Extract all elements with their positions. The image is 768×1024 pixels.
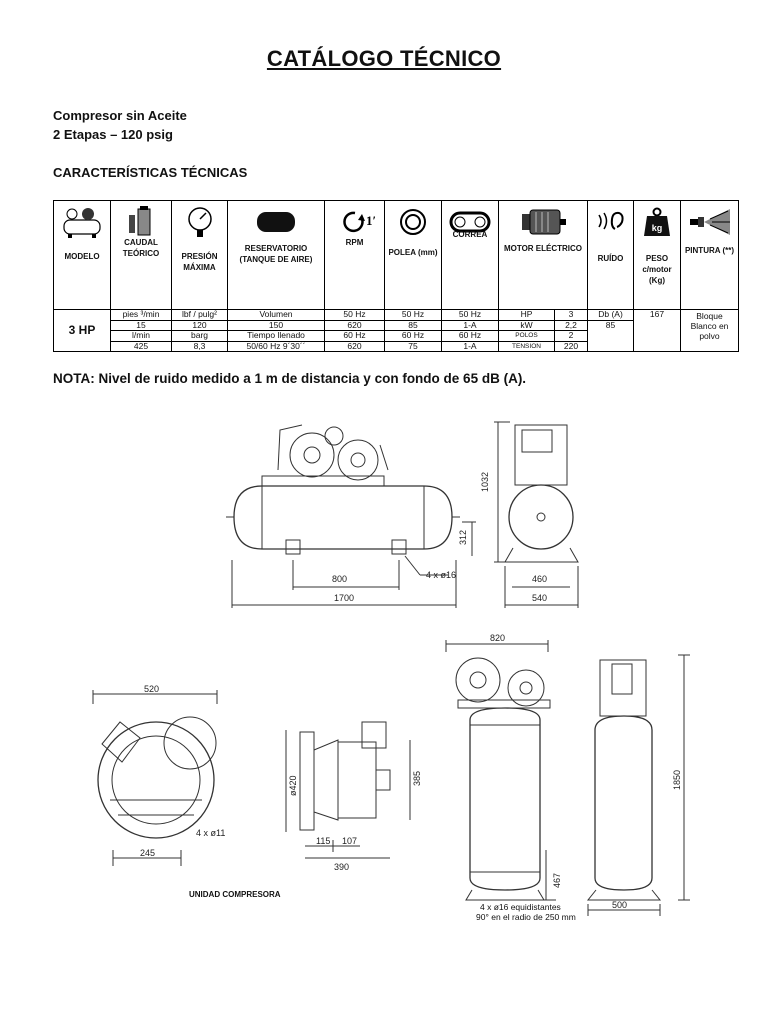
- compressor-unit-top-drawing: [97, 716, 217, 839]
- svg-text:kg: kg: [652, 223, 663, 233]
- header-label-presion: PRESIÓN MÁXIMA: [181, 252, 218, 272]
- dim-height-1032: 1032: [480, 472, 490, 492]
- pulley-icon: [386, 205, 441, 239]
- vertical-compressor-side-drawing: [586, 659, 662, 901]
- header-presion: PRESIÓN MÁXIMA: [171, 200, 228, 310]
- header-pintura: PINTURA (**): [680, 200, 739, 310]
- header-label-polea: POLEA (mm): [388, 248, 438, 257]
- belt-icon: [443, 205, 498, 239]
- header-label-reservatorio: RESERVATORIO (TANQUE DE AIRE): [239, 244, 313, 264]
- header-peso: kg PESO c/motor (Kg): [633, 200, 681, 310]
- vertical-compressor-front-drawing: [455, 657, 551, 901]
- unit-caption: UNIDAD COMPRESORA: [189, 890, 281, 899]
- dim-height-467: 467: [552, 873, 562, 888]
- horizontal-compressor-front-drawing: [504, 424, 579, 563]
- dim-width-820: 820: [490, 633, 505, 643]
- compressor-unit-side-drawing: [299, 721, 391, 831]
- dim-width-460: 460: [532, 574, 547, 584]
- header-caudal: CAUDAL TEÓRICO: [110, 200, 172, 310]
- product-name: Compresor sin Aceite: [53, 108, 187, 123]
- header-label-pintura: PINTURA (**): [684, 246, 735, 255]
- dim-height-385: 385: [412, 771, 422, 786]
- header-label-caudal: CAUDAL TEÓRICO: [122, 238, 160, 258]
- dim-holes-11: 4 x ø11: [196, 828, 225, 838]
- header-polea: POLEA (mm): [384, 200, 442, 310]
- header-label-ruido: RUÍDO: [597, 254, 624, 263]
- table-header-row: MODELO CAUDAL TEÓRICO PRESIÓN MÁXIMA RES…: [53, 200, 739, 310]
- dim-diameter-420: ø420: [288, 775, 298, 796]
- pressure-gauge-icon: [173, 205, 227, 239]
- header-ruido: RUÍDO: [587, 200, 634, 310]
- dim-width-520: 520: [144, 684, 159, 694]
- compressor-icon: [55, 205, 110, 239]
- header-label-rpm: RPM: [345, 238, 364, 247]
- rotation-icon: 1′: [326, 205, 384, 239]
- header-modelo: MODELO: [53, 200, 111, 310]
- document-title: CATÁLOGO TÉCNICO: [266, 46, 502, 71]
- noise-note: NOTA: Nivel de ruido medido a 1 m de dis…: [53, 371, 527, 386]
- dim-width-390: 390: [334, 862, 349, 872]
- table-row: 425 8,3 50/60 Hz 9´30´´ 620 75 1-A TENSI…: [54, 340, 739, 352]
- cell-peso: 167: [633, 309, 681, 352]
- holes-note-line2: 90° en el radio de 250 mm: [476, 912, 576, 922]
- cell-motor-value-4: 220: [554, 340, 588, 352]
- noise-ear-icon: [589, 205, 633, 239]
- table-row: 3 HP pies ³/min lbf / pulg² Volumen 50 H…: [53, 309, 739, 352]
- dim-width-800: 800: [332, 574, 347, 584]
- weight-kg-icon: kg: [635, 205, 680, 239]
- dim-holes-16: 4 x ø16: [426, 570, 456, 580]
- svg-text:1′: 1′: [366, 213, 375, 228]
- header-rpm: 1′ RPM: [324, 200, 385, 310]
- cell-ruido-value: 85: [587, 319, 634, 352]
- header-label-peso: PESO c/motor (Kg): [642, 254, 672, 285]
- header-label-modelo: MODELO: [64, 252, 100, 261]
- section-heading: CARACTERÍSTICAS TÉCNICAS: [53, 165, 248, 180]
- dim-width-107: 107: [342, 836, 357, 846]
- dim-height-312: 312: [458, 530, 468, 545]
- peso-value: 167: [649, 309, 665, 319]
- dim-width-115: 115: [316, 836, 330, 846]
- spec-table: MODELO CAUDAL TEÓRICO PRESIÓN MÁXIMA RES…: [53, 200, 739, 352]
- holes-note-line1: 4 x ø16 equidistantes: [480, 902, 561, 912]
- dim-height-1850: 1850: [672, 770, 682, 790]
- cell-pintura: Bloque Blanco en polvo: [680, 309, 739, 352]
- header-label-correa: CORREA: [452, 230, 488, 239]
- header-label-motor: MOTOR ELÉCTRICO: [503, 244, 583, 253]
- dim-width-1700: 1700: [334, 593, 354, 603]
- airflow-icon: [112, 205, 171, 239]
- product-stages: 2 Etapas – 120 psig: [53, 127, 173, 142]
- dim-width-245: 245: [140, 848, 155, 858]
- header-motor: MOTOR ELÉCTRICO: [498, 200, 588, 310]
- dim-width-540: 540: [532, 593, 547, 603]
- horizontal-compressor-side-drawing: [226, 424, 460, 555]
- electric-motor-icon: [500, 205, 587, 239]
- dim-width-500: 500: [612, 900, 627, 910]
- tank-icon: [229, 205, 324, 239]
- header-correa: CORREA: [441, 200, 499, 310]
- spray-paint-icon: [682, 205, 738, 239]
